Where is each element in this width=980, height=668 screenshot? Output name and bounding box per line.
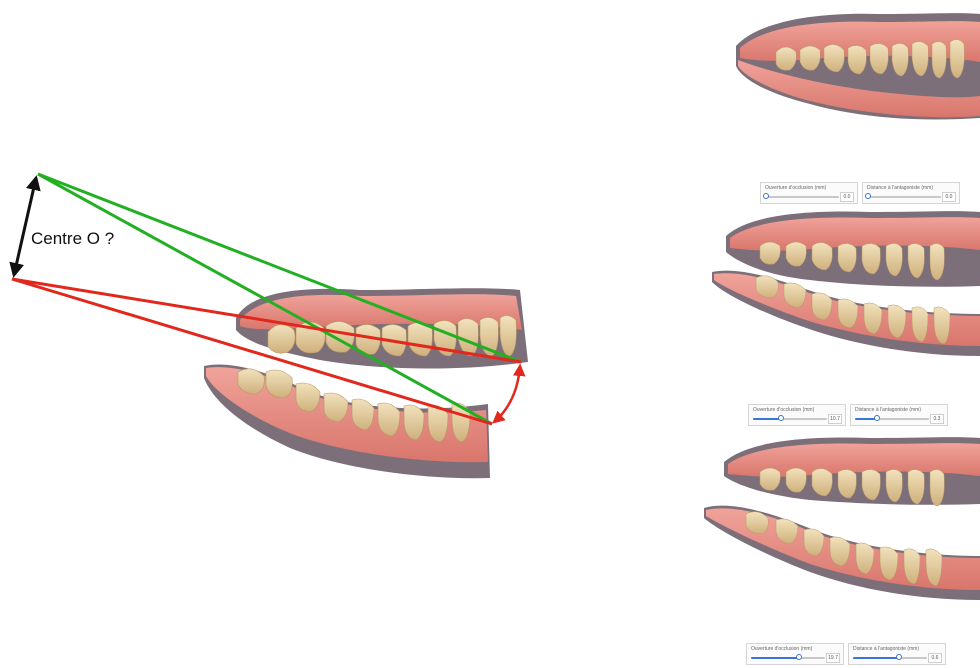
opening-slider[interactable]: Ouverture d'occlusion (mm) 19.7 [746, 643, 844, 665]
thumbnail-open-large [704, 437, 980, 600]
opening-fill [751, 657, 799, 659]
opening-value[interactable]: 0.0 [840, 192, 854, 202]
offset-value[interactable]: 0.6 [928, 653, 942, 663]
opening-knob[interactable] [796, 654, 802, 660]
offset-slider[interactable]: Distance à l'antagoniste (mm) 0.3 [850, 404, 948, 426]
slider-panel-3: Ouverture d'occlusion (mm) 19.7 Distance… [746, 643, 946, 665]
offset-value[interactable]: 0.0 [942, 192, 956, 202]
thumbnail-open-small [712, 211, 980, 356]
opening-slider[interactable]: Ouverture d'occlusion (mm) 10.7 [748, 404, 846, 426]
opening-label: Ouverture d'occlusion (mm) [753, 407, 814, 413]
slider-panel-2: Ouverture d'occlusion (mm) 10.7 Distance… [748, 404, 948, 426]
opening-label: Ouverture d'occlusion (mm) [751, 646, 812, 652]
offset-label: Distance à l'antagoniste (mm) [855, 407, 921, 413]
opening-value[interactable]: 19.7 [826, 653, 840, 663]
thumbnail-closed [736, 13, 980, 119]
centre-o-label: Centre O ? [31, 229, 114, 249]
offset-slider[interactable]: Distance à l'antagoniste (mm) 0.6 [848, 643, 946, 665]
opening-fill [753, 418, 781, 420]
offset-knob[interactable] [874, 415, 880, 421]
opening-knob[interactable] [763, 193, 769, 199]
opening-value[interactable]: 10.7 [828, 414, 842, 424]
slider-panel-1: Ouverture d'occlusion (mm) 0.0 Distance … [760, 182, 960, 204]
offset-fill [853, 657, 899, 659]
rotation-arrow-icon [494, 366, 520, 422]
opening-knob[interactable] [778, 415, 784, 421]
offset-knob[interactable] [865, 193, 871, 199]
offset-knob[interactable] [896, 654, 902, 660]
opening-label: Ouverture d'occlusion (mm) [765, 185, 826, 191]
offset-value[interactable]: 0.3 [930, 414, 944, 424]
offset-label: Distance à l'antagoniste (mm) [853, 646, 919, 652]
offset-label: Distance à l'antagoniste (mm) [867, 185, 933, 191]
black-double-arrow [14, 178, 36, 275]
opening-slider[interactable]: Ouverture d'occlusion (mm) 0.0 [760, 182, 858, 204]
offset-slider[interactable]: Distance à l'antagoniste (mm) 0.0 [862, 182, 960, 204]
